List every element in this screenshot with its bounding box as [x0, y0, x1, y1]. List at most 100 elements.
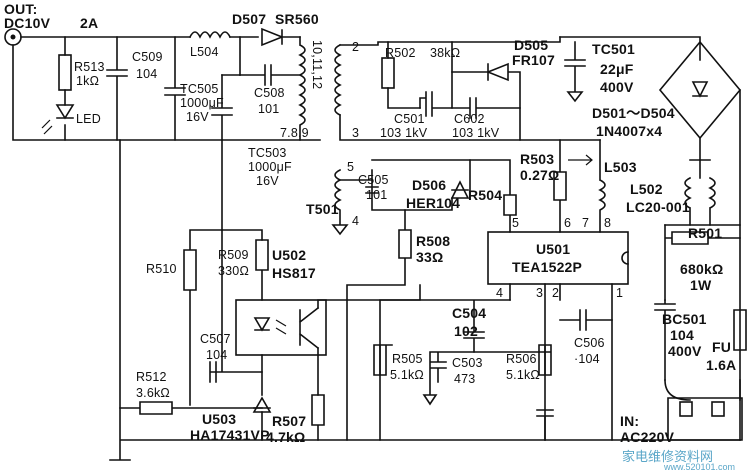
led-diode [41, 104, 75, 135]
u503-label: U503 [202, 411, 237, 427]
c508-label: C508 [254, 86, 285, 100]
r503-label: R503 [520, 151, 555, 167]
l503-label: L503 [604, 159, 637, 175]
r502-value: 38kΩ [430, 46, 461, 60]
u501-label: U501 [536, 241, 571, 257]
r507-value: 4.7kΩ [266, 429, 306, 445]
output-terminal [4, 28, 22, 46]
fu-fuse [733, 309, 747, 351]
r506-value: 5.1kΩ [506, 368, 540, 382]
c503-label: C503 [452, 356, 483, 370]
pin-5-label: 5 [347, 160, 355, 174]
ac-input-plug [667, 397, 743, 441]
u502-label: U502 [272, 247, 307, 263]
r513-resistor [58, 54, 72, 91]
r510-resistor [183, 229, 263, 406]
c504-label: C504 [452, 305, 487, 321]
c507-value: 104 [206, 348, 228, 362]
c503-value: 473 [454, 372, 476, 386]
tc501-value2: 400V [600, 79, 634, 95]
r505-resistor [373, 344, 393, 376]
fu-value: 1.6A [706, 357, 737, 373]
c503-capacitor [422, 351, 551, 406]
r503-value: 0.27Ω [520, 167, 560, 183]
c602-label: C602 [454, 112, 485, 126]
tc-filter-capacitor [536, 409, 554, 441]
primary-winding [334, 43, 342, 117]
r502-label: R502 [385, 46, 416, 60]
r508-resistor [346, 209, 412, 441]
l502-label: L502 [630, 181, 663, 197]
r507-resistor [311, 394, 325, 441]
c507-capacitor [209, 229, 263, 383]
c501-capacitor [419, 41, 453, 117]
r509-value: 330Ω [218, 264, 250, 278]
tc505-value1: 1000μF [180, 96, 224, 110]
ic-pin3-label: 3 [536, 286, 544, 300]
c505-capacitor [339, 169, 453, 211]
c508-capacitor [239, 64, 301, 86]
r512-value: 3.6kΩ [136, 386, 170, 400]
auxiliary-winding [331, 168, 349, 236]
r513-label: R513 [74, 60, 105, 74]
tc505-value2: 16V [186, 110, 209, 124]
r501-value2: 1W [690, 277, 712, 293]
led-label: LED [76, 112, 101, 126]
ic-pin6-label: 6 [564, 216, 572, 230]
r508-label: R508 [416, 233, 451, 249]
r512-label: R512 [136, 370, 167, 384]
ic-pin8-label: 8 [604, 216, 612, 230]
in-label: IN: [620, 413, 640, 429]
bc501-label: BC501 [662, 311, 707, 327]
ic-pin5-label: 5 [512, 216, 520, 230]
d505-diode [451, 62, 521, 141]
watermark-text: 家电维修资料网 [622, 449, 714, 464]
out-label: OUT: [4, 1, 38, 17]
r506-resistor [538, 344, 552, 376]
r506-label: R506 [506, 352, 537, 366]
r512-resistor [119, 401, 263, 415]
c501-value: 103 1kV [380, 126, 428, 140]
c509-label: C509 [132, 50, 163, 64]
c507-label: C507 [200, 332, 231, 346]
fu-label: FU [712, 339, 732, 355]
tc503-label: TC503 [248, 146, 287, 160]
d505-value: FR107 [512, 52, 556, 68]
u501-ic [487, 231, 629, 285]
ic-pin1-label: 1 [616, 286, 624, 300]
r507-label: R507 [272, 413, 307, 429]
d501-d504-value: 1N4007x4 [596, 123, 663, 139]
c602-capacitor [451, 97, 521, 119]
d507-diode [261, 27, 285, 47]
d506-label: D506 [412, 177, 447, 193]
winding-10-11-12-label: 10,11,12 [310, 40, 324, 90]
r509-label: R509 [218, 248, 249, 262]
c505-value: 101 [366, 188, 388, 202]
r505-label: R505 [392, 352, 423, 366]
u502-value: HS817 [272, 265, 316, 281]
tc501-label: TC501 [592, 41, 636, 57]
c602-value: 103 1kV [452, 126, 500, 140]
tc503-value2: 16V [256, 174, 279, 188]
d506-value: HER104 [406, 195, 461, 211]
c508-value: 101 [258, 102, 280, 116]
r504-resistor [469, 159, 517, 233]
c509-value: 104 [136, 67, 158, 81]
ic-pin7-label: 7 [582, 216, 590, 230]
u501-value: TEA1522P [512, 259, 583, 275]
bc501-capacitor [654, 299, 676, 381]
winding-7-8-9-label: 7.8.9 [280, 126, 309, 140]
tc503-capacitor [211, 74, 233, 141]
tc505-capacitor [164, 36, 186, 141]
pin-3-label: 3 [352, 126, 360, 140]
l504-inductor [188, 31, 232, 39]
r501-resistor [664, 224, 741, 301]
r509-resistor [255, 239, 269, 301]
tc503-value1: 1000μF [248, 160, 292, 174]
l502-choke [684, 159, 716, 226]
r501-value1: 680kΩ [680, 261, 724, 277]
r504-label: R504 [468, 187, 503, 203]
c506-capacitor [559, 309, 613, 331]
current-label: 2A [80, 15, 99, 31]
